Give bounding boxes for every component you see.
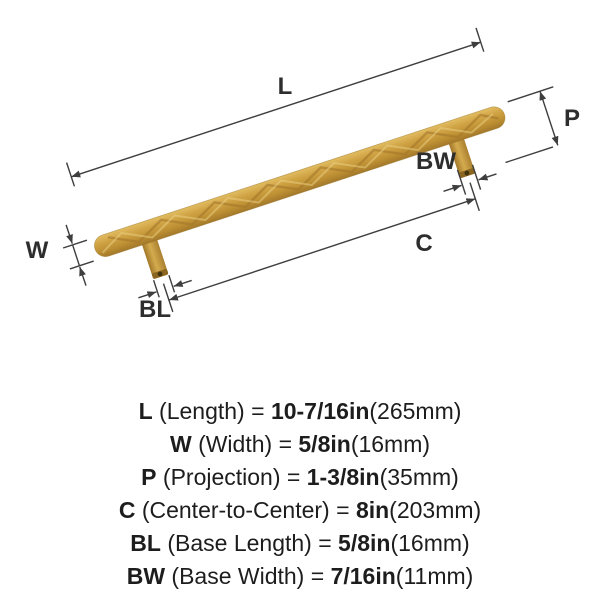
spec-letter: P <box>141 464 157 490</box>
spec-row-base-width: BW (Base Width) = 7/16in(11mm) <box>0 560 600 593</box>
left-post-screw-hole <box>157 271 163 277</box>
dimension-C: C <box>162 182 480 313</box>
spec-label: (Base Width) = <box>171 563 325 589</box>
spec-label: (Length) = <box>159 398 265 424</box>
spec-row-base-length: BL (Base Length) = 5/8in(16mm) <box>0 527 600 560</box>
spec-value: 7/16in <box>330 563 396 589</box>
label-C: C <box>415 230 432 257</box>
spec-metric: (203mm) <box>389 497 482 523</box>
spec-label: (Center-to-Center) = <box>141 497 350 523</box>
label-BW: BW <box>416 148 456 175</box>
spec-value: 1-3/8in <box>306 464 380 490</box>
dimension-BW: BW <box>416 148 497 195</box>
spec-list: L (Length) = 10-7/16in(265mm) W (Width) … <box>0 395 600 593</box>
spec-metric: (16mm) <box>390 530 470 556</box>
spec-letter: BL <box>130 530 161 556</box>
handle-facet-highlight <box>101 113 494 254</box>
dimension-BL: BL <box>138 274 192 323</box>
spec-value: 5/8in <box>298 431 351 457</box>
spec-row-length: L (Length) = 10-7/16in(265mm) <box>0 395 600 428</box>
spec-row-projection: P (Projection) = 1-3/8in(35mm) <box>0 461 600 494</box>
spec-metric: (35mm) <box>379 464 459 490</box>
spec-letter: BW <box>126 563 166 589</box>
spec-metric: (16mm) <box>350 431 431 457</box>
dimension-diagram: L P BW C W BL <box>0 6 600 351</box>
spec-letter: L <box>138 398 153 424</box>
label-L: L <box>278 73 293 100</box>
spec-letter: C <box>118 497 136 523</box>
spec-row-width: W (Width) = 5/8in(16mm) <box>0 428 600 461</box>
spec-label: (Base Length) = <box>167 530 332 556</box>
label-BL: BL <box>139 296 171 323</box>
handle-illustration <box>94 106 506 279</box>
dimension-L: L <box>65 27 485 187</box>
dimension-P: P <box>505 86 580 164</box>
spec-letter: W <box>169 431 192 457</box>
spec-metric: (265mm) <box>369 398 462 424</box>
spec-label: (Projection) = <box>162 464 301 490</box>
spec-value: 5/8in <box>338 530 391 556</box>
spec-value: 10-7/16in <box>270 398 370 424</box>
label-P: P <box>564 105 580 132</box>
spec-row-center-to-center: C (Center-to-Center) = 8in(203mm) <box>0 494 600 527</box>
spec-label: (Width) = <box>198 431 292 457</box>
dimension-W: W <box>26 224 94 286</box>
handle-dimension-drawing: L P BW C W BL <box>26 27 580 323</box>
spec-metric: (11mm) <box>395 563 474 589</box>
label-W: W <box>26 237 49 264</box>
spec-value: 8in <box>355 497 390 523</box>
handle-left-post <box>142 238 169 279</box>
